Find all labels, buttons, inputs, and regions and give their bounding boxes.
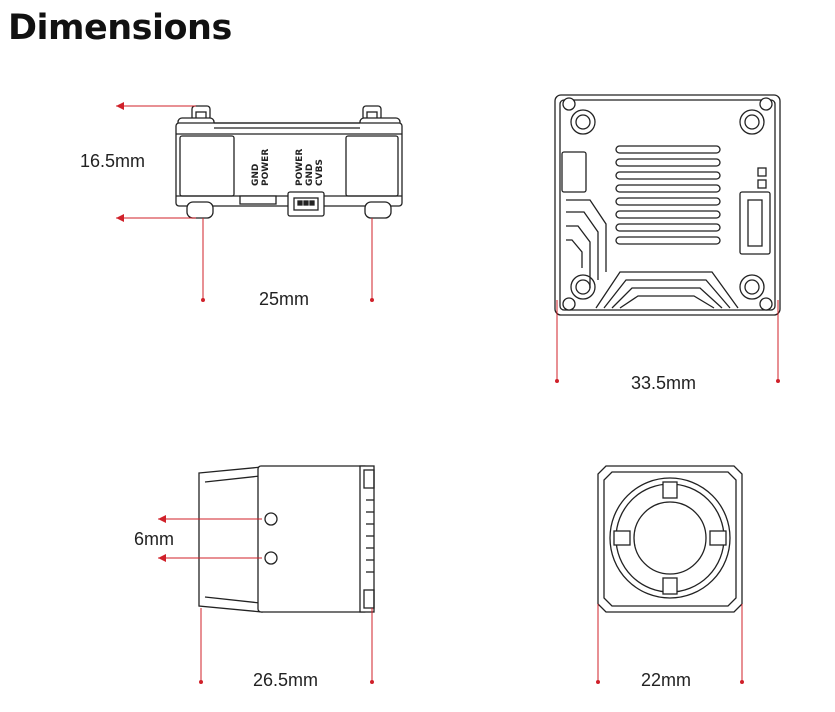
pin-label-cvbs: CVBS [315, 159, 325, 186]
pin-label-power-2: POWER [295, 149, 305, 186]
side-length-label: 26.5mm [253, 670, 319, 690]
top-view-drawing [175, 105, 403, 219]
top-view-dimension-lines [116, 102, 374, 302]
lens-view-drawing [597, 465, 743, 613]
pin-label-gnd-2: GND [305, 164, 315, 186]
pin-labels: GND POWER POWER GND CVBS [251, 149, 325, 186]
page-title: Dimensions [8, 8, 232, 48]
side-spacing-label: 6mm [134, 529, 174, 549]
side-view-drawing [198, 465, 375, 613]
back-view-dimension-lines [555, 300, 780, 383]
back-width-label: 33.5mm [631, 373, 697, 393]
lens-width-label: 22mm [641, 670, 692, 690]
lens-view-dimension-lines [596, 604, 744, 684]
top-height-label: 16.5mm [80, 151, 146, 171]
side-view-dimension-lines [158, 515, 374, 684]
pin-label-power: POWER [261, 149, 271, 186]
back-view-drawing [554, 94, 781, 316]
top-width-label: 25mm [259, 289, 310, 309]
pin-label-gnd: GND [251, 164, 261, 186]
